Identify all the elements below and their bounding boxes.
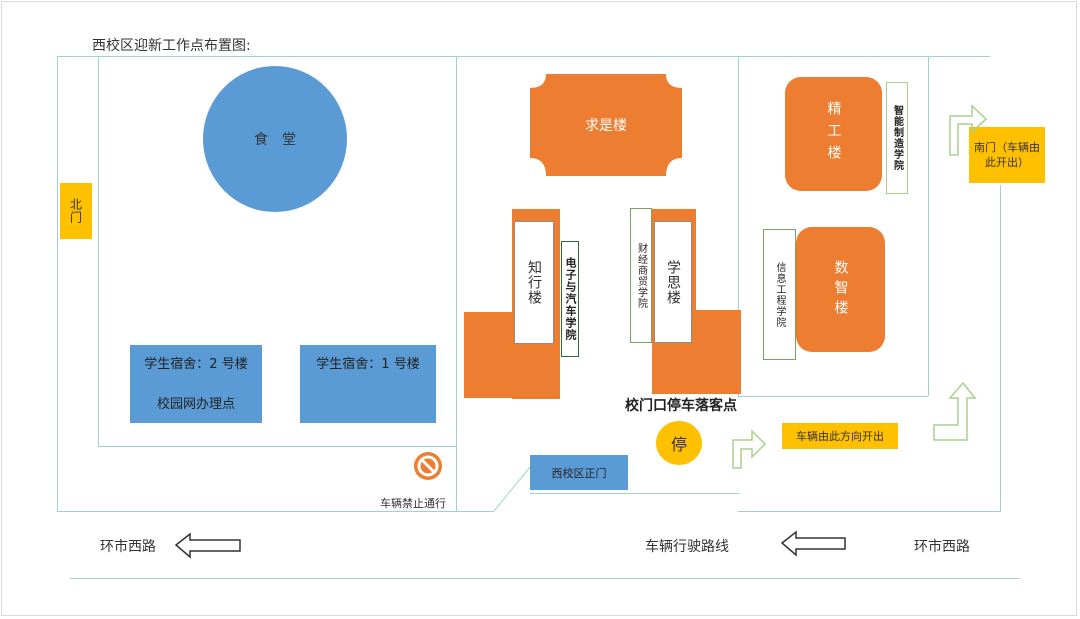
xuesi-label: 学思楼 <box>665 259 681 305</box>
east-block-bottom <box>738 396 928 397</box>
south-gate-label: 南门（车辆由此开出） <box>974 141 1040 169</box>
exit-direction-label: 车辆由此方向开出 <box>796 430 884 443</box>
qiushi-building[interactable]: 求是楼 <box>530 74 682 176</box>
road-label-left: 环市西路 <box>100 539 156 555</box>
south-gate[interactable]: 南门（车辆由此开出） <box>969 127 1045 183</box>
left-road-arrow-icon <box>174 532 241 559</box>
smart-college[interactable]: 智能制造学院 <box>886 82 908 194</box>
zhixing-building[interactable]: 知行楼 <box>514 221 554 344</box>
electronic-college[interactable]: 电子与汽车学院 <box>561 241 579 357</box>
stop-sign[interactable]: 停 <box>656 421 702 465</box>
outer-bottom-line-left <box>57 511 494 512</box>
canteen-label: 食 堂 <box>254 132 296 148</box>
qiushi-label: 求是楼 <box>585 118 627 134</box>
main-gate-label: 西校区正门 <box>551 466 607 480</box>
divider-line-2 <box>738 56 739 396</box>
inner-bottom-line <box>98 446 456 447</box>
canteen[interactable]: 食 堂 <box>203 66 347 212</box>
finance-college[interactable]: 财经商贸学院 <box>630 208 652 343</box>
road-label-right: 环市西路 <box>914 539 970 555</box>
info-college[interactable]: 信息工程学院 <box>763 229 796 360</box>
dorm-1-building[interactable]: 学生宿舍：1 号楼 <box>300 345 436 423</box>
up-arrow-icon <box>933 381 977 441</box>
north-gate[interactable]: 北门 <box>60 183 92 239</box>
route-label: 车辆行驶路线 <box>645 539 729 555</box>
outer-bottom-line-right <box>738 511 1001 512</box>
finance-college-label: 财经商贸学院 <box>635 242 647 309</box>
exit-arrow-icon <box>732 429 767 469</box>
shuzhi-building[interactable]: 数智楼 <box>796 227 885 352</box>
electronic-college-label: 电子与汽车学院 <box>564 257 577 341</box>
shuzhi-label: 数智楼 <box>832 259 849 320</box>
right-road-arrow-icon <box>780 530 846 557</box>
dorm-2-building[interactable]: 学生宿舍：2 号楼 校园网办理点 <box>130 345 262 423</box>
outer-right-line <box>1000 185 1001 511</box>
inner-left-line <box>98 56 99 446</box>
dorm-1-label: 学生宿舍：1 号楼 <box>316 357 420 372</box>
lower-road-line <box>70 578 1020 579</box>
zhixing-label: 知行楼 <box>526 260 542 305</box>
dorm-2-label: 学生宿舍：2 号楼 <box>144 357 248 372</box>
no-entry-label: 车辆禁止通行 <box>380 497 446 510</box>
stop-sign-label: 停 <box>670 435 687 454</box>
main-gate[interactable]: 西校区正门 <box>530 455 628 490</box>
right-turn-arrow-icon <box>949 104 988 156</box>
jinggong-label: 精工楼 <box>825 101 842 167</box>
gate-bottom-line <box>530 493 740 494</box>
info-college-label: 信息工程学院 <box>774 261 785 328</box>
divider-line-1 <box>456 56 457 511</box>
xuesi-building[interactable]: 学思楼 <box>654 221 692 343</box>
jinggong-building[interactable]: 精工楼 <box>785 77 882 191</box>
map-title: 西校区迎新工作点布置图: <box>92 38 251 54</box>
smart-college-label: 智能制造学院 <box>891 105 903 171</box>
campus-net-label: 校园网办理点 <box>156 397 235 412</box>
outer-top-line <box>57 56 990 57</box>
outer-left-line <box>57 56 58 511</box>
east-block-right <box>928 56 929 396</box>
drop-off-label: 校门口停车落客点 <box>625 398 737 414</box>
exit-direction-sign: 车辆由此方向开出 <box>782 423 898 449</box>
north-gate-label: 北门 <box>68 198 83 224</box>
